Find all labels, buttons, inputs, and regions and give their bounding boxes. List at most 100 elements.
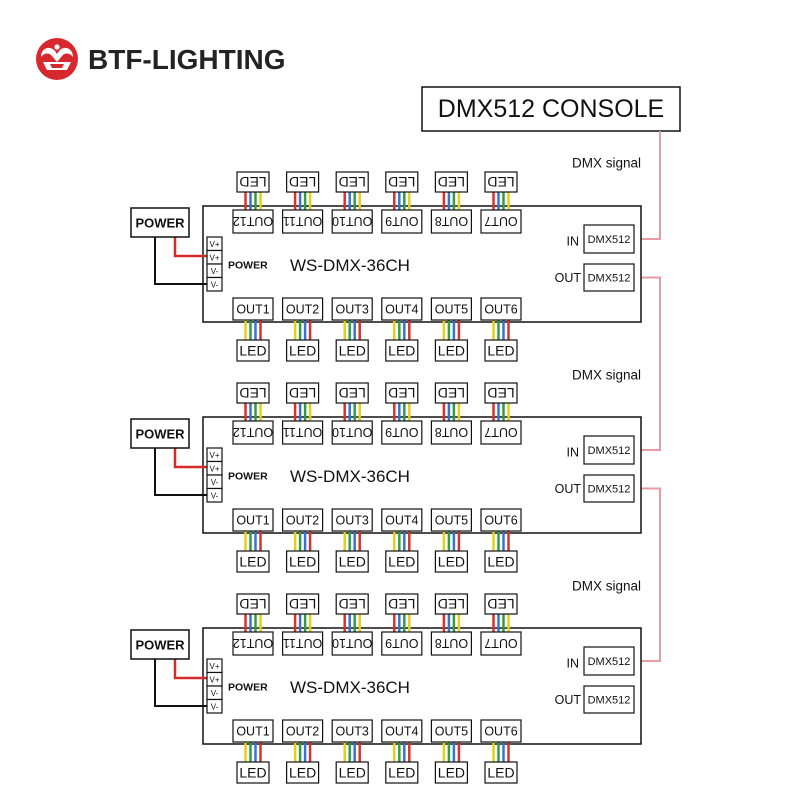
led-label: LED <box>289 765 316 781</box>
top-output-row: LEDOUT12LEDOUT11LEDOUT10LEDOUT9LEDOUT8LE… <box>232 593 522 656</box>
led-label: LED <box>438 343 465 359</box>
power-supply-label: POWER <box>135 638 185 653</box>
led-wire-bundle <box>244 403 262 421</box>
led-label: LED <box>487 343 514 359</box>
output-port-label: OUT6 <box>484 514 517 528</box>
output-port-label: OUT3 <box>336 725 369 739</box>
led-label: LED <box>388 596 415 612</box>
dmx-out-label: OUT <box>555 271 582 285</box>
power-terminal-block: V+V+V-V- <box>206 447 223 503</box>
dmx-signal-label: DMX signal <box>572 579 641 594</box>
led-box <box>335 593 369 615</box>
output-port-label: OUT11 <box>283 425 322 439</box>
led-label: LED <box>487 765 514 781</box>
led-label: LED <box>487 174 514 190</box>
led-box <box>286 339 320 362</box>
power-terminal-label: V+ <box>209 675 219 684</box>
led-label: LED <box>339 385 366 401</box>
led-wire-bundle <box>442 742 461 762</box>
output-port-label: OUT9 <box>385 425 418 439</box>
led-box <box>286 171 320 193</box>
led-wire-bundle <box>244 614 262 632</box>
led-box <box>434 550 468 573</box>
led-wire-bundle <box>343 320 361 340</box>
output-port-label: OUT4 <box>385 725 418 739</box>
led-box <box>236 171 270 193</box>
output-port-box <box>381 420 423 445</box>
output-port-label: OUT12 <box>233 425 273 439</box>
led-wire-bundle <box>492 742 510 762</box>
output-connector: LED OUT9 <box>381 593 423 656</box>
led-wire-bundle <box>442 192 461 210</box>
dmx-in-port <box>583 435 635 465</box>
output-port-box <box>480 508 522 532</box>
power-terminal-label: V+ <box>209 240 219 249</box>
led-label: LED <box>339 174 366 190</box>
output-port-label: OUT1 <box>236 303 269 317</box>
power-supply-label: POWER <box>135 216 185 231</box>
power-terminal-label: V- <box>211 280 219 289</box>
output-port-label: OUT12 <box>233 636 273 650</box>
led-wire-bundle <box>492 614 510 632</box>
positive-power-wire <box>173 659 207 680</box>
positive-power-wire <box>173 237 207 258</box>
output-port-label: OUT12 <box>233 214 273 228</box>
led-wire-bundle <box>393 320 411 340</box>
terminal-power-label: POWER <box>228 471 268 483</box>
output-port-label: OUT7 <box>484 425 517 439</box>
led-label: LED <box>239 385 266 401</box>
dmx-in-port <box>583 224 635 254</box>
output-port-label: OUT9 <box>385 636 418 650</box>
output-port-label: OUT7 <box>484 214 517 228</box>
led-label: LED <box>388 765 415 781</box>
led-label: LED <box>339 765 366 781</box>
output-connector: LED OUT7 <box>480 171 522 234</box>
led-label: LED <box>239 596 266 612</box>
output-port-box <box>331 420 373 445</box>
led-label: LED <box>438 765 465 781</box>
dmx-out-port <box>583 474 635 503</box>
model-label: WS-DMX-36CH <box>290 256 410 275</box>
led-box <box>434 171 468 193</box>
model-label: WS-DMX-36CH <box>290 678 410 697</box>
power-terminal-label: V+ <box>209 662 219 671</box>
led-wire-bundle <box>393 614 411 632</box>
bottom-output-row: OUT1LEDOUT2LEDOUT3LEDOUT4LEDOUT5LEDOUT6L… <box>232 719 522 784</box>
led-wire-bundle <box>293 742 312 762</box>
led-wire-bundle <box>293 192 312 210</box>
led-box <box>236 761 270 784</box>
led-box <box>385 761 419 784</box>
output-port-label: OUT11 <box>283 214 322 228</box>
power-terminal-block: V+V+V-V- <box>206 236 223 292</box>
output-port-label: OUT1 <box>236 514 269 528</box>
dmx-signal-line <box>634 487 661 662</box>
output-port-box <box>232 297 274 321</box>
output-port-label: OUT10 <box>332 214 372 228</box>
negative-power-wire <box>154 237 207 285</box>
led-box <box>434 339 468 362</box>
output-port-box <box>232 209 274 234</box>
led-box <box>484 550 518 573</box>
output-port-label: OUT4 <box>385 514 418 528</box>
led-wire-bundle <box>293 403 312 421</box>
led-box <box>335 550 369 573</box>
